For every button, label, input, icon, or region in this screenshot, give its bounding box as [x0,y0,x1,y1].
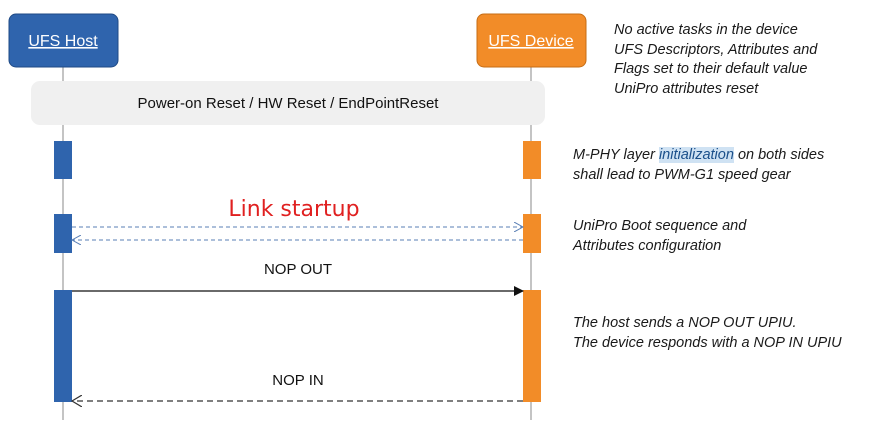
device-box [476,13,587,68]
nop-out-label: NOP OUT [264,261,332,278]
note-initial-line-1: No active tasks in the device [614,22,798,38]
host-box [8,13,119,68]
note-nop: The host sends a NOP OUT UPIU. The devic… [573,314,842,353]
device-activation-unipro [523,214,541,253]
host-activation-mphy [54,141,72,179]
note-mphy-line-2: shall lead to PWM-G1 speed gear [573,166,791,183]
note-mphy-prefix: M-PHY layer [573,147,659,163]
note-unipro: UniPro Boot sequence and Attributes conf… [573,217,746,256]
host-activation-unipro [54,214,72,253]
nop-in-label: NOP IN [272,372,323,389]
note-unipro-line-2: Attributes configuration [573,237,722,254]
note-initial-line-3: Flags set to their default value [614,61,808,77]
reset-banner-text: Power-on Reset / HW Reset / EndPointRese… [138,95,440,112]
note-unipro-line-1: UniPro Boot sequence and [573,218,747,234]
note-initial-state: No active tasks in the device UFS Descri… [614,21,817,99]
link-startup-label: Link startup [228,197,359,222]
note-initial-line-4: UniPro attributes reset [614,80,759,97]
device-activation-mphy [523,141,541,179]
note-nop-line-2: The device responds with a NOP IN UPIU [573,334,842,351]
note-initial-line-2: UFS Descriptors, Attributes and [614,41,818,58]
device-label: UFS Device [488,33,573,50]
host-label: UFS Host [28,33,98,50]
note-mphy-suffix: on both sides [733,147,825,163]
device-participant: UFS Device [476,13,587,68]
reset-banner-box [31,81,545,125]
note-mphy-line-1: M-PHY layer initialization on both sides [573,146,824,166]
note-mphy-highlight: initialization [658,147,734,163]
host-participant: UFS Host [8,13,119,68]
note-nop-line-1: The host sends a NOP OUT UPIU. [573,315,797,331]
reset-banner: Power-on Reset / HW Reset / EndPointRese… [31,81,545,125]
note-mphy: M-PHY layer initialization on both sides… [573,146,824,185]
host-activation-nop [54,290,72,402]
device-activation-nop [523,290,541,402]
